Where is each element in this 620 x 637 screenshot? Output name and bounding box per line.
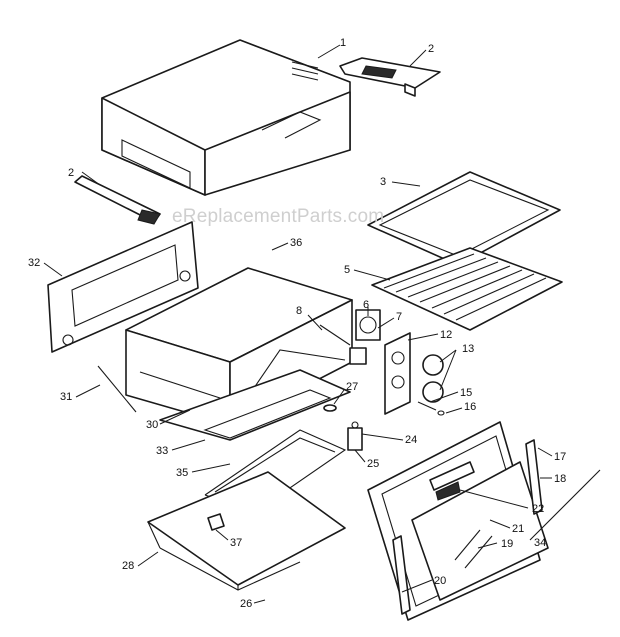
callout-label: 35 bbox=[176, 467, 188, 479]
part-crumb-clip[interactable] bbox=[207, 513, 225, 531]
part-door-hinge[interactable] bbox=[392, 535, 411, 615]
callout-label: 1 bbox=[340, 37, 346, 49]
part-door-handle[interactable] bbox=[429, 461, 475, 501]
part-handle-top[interactable] bbox=[339, 57, 441, 97]
callout-label: 34 bbox=[534, 537, 546, 549]
callout-labels: 1 2 2 3 5 6 7 8 12 13 15 16 17 18 19 20 … bbox=[28, 37, 566, 610]
callout-label: 30 bbox=[146, 419, 158, 431]
callout-label: 13 bbox=[462, 343, 474, 355]
part-bake-tray[interactable] bbox=[367, 171, 561, 266]
callout-label: 32 bbox=[28, 257, 40, 269]
callout-label: 8 bbox=[296, 305, 302, 317]
part-edge-line bbox=[529, 469, 601, 541]
callout-label: 3 bbox=[380, 176, 386, 188]
part-lamp[interactable] bbox=[323, 404, 337, 412]
part-heating-element-rod[interactable] bbox=[97, 365, 137, 413]
callout-label: 16 bbox=[464, 401, 476, 413]
callout-label: 2 bbox=[68, 167, 74, 179]
callout-label: 37 bbox=[230, 537, 242, 549]
callout-label: 25 bbox=[367, 458, 379, 470]
callout-label: 18 bbox=[554, 473, 566, 485]
callout-label: 19 bbox=[501, 538, 513, 550]
part-control-panel[interactable] bbox=[384, 332, 411, 415]
callout-label: 31 bbox=[60, 391, 72, 403]
part-outer-cover[interactable] bbox=[101, 39, 351, 196]
callout-label: 36 bbox=[290, 237, 302, 249]
part-wire-rack[interactable] bbox=[371, 247, 563, 331]
part-control-knobs[interactable] bbox=[422, 354, 444, 403]
part-thermostat[interactable] bbox=[347, 421, 363, 451]
callout-label: 5 bbox=[344, 264, 350, 276]
callout-label: 2 bbox=[428, 43, 434, 55]
callout-label: 27 bbox=[346, 381, 358, 393]
callout-label: 26 bbox=[240, 598, 252, 610]
callout-label: 7 bbox=[396, 311, 402, 323]
callout-label: 6 bbox=[363, 299, 369, 311]
callout-label: 21 bbox=[512, 523, 524, 535]
callout-label: 17 bbox=[554, 451, 566, 463]
part-base-tray[interactable] bbox=[159, 369, 351, 441]
callout-label: 28 bbox=[122, 560, 134, 572]
callout-label: 33 bbox=[156, 445, 168, 457]
callout-label: 15 bbox=[460, 387, 472, 399]
callout-label: 22 bbox=[532, 503, 544, 515]
part-door-hinge-bar[interactable] bbox=[525, 439, 543, 515]
part-door-glass[interactable] bbox=[411, 461, 549, 601]
watermark-text: eReplacementParts.com bbox=[172, 206, 384, 227]
part-bottom-plate[interactable] bbox=[147, 471, 346, 591]
part-handle-left[interactable] bbox=[74, 175, 161, 225]
callout-label: 24 bbox=[405, 434, 417, 446]
callout-label: 20 bbox=[434, 575, 446, 587]
callout-label: 12 bbox=[440, 329, 452, 341]
part-timer-switch[interactable] bbox=[319, 309, 381, 365]
part-knob-shafts[interactable] bbox=[417, 401, 445, 416]
part-back-panel[interactable] bbox=[47, 221, 199, 353]
leader-lines bbox=[43, 44, 553, 604]
